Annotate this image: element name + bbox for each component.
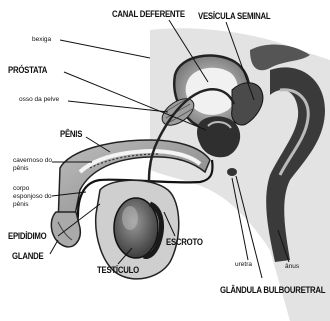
label-prostata: PRÓSTATA xyxy=(8,66,47,76)
label-epididimo: EPIDÍDIMO xyxy=(8,232,46,242)
label-penis: PÊNIS xyxy=(60,130,82,140)
testicle-highlight xyxy=(122,206,138,230)
label-canal-deferente: CANAL DEFERENTE xyxy=(112,10,185,20)
label-cavernoso-do-penis: cavernoso do pênis xyxy=(13,157,53,173)
label-corpo-esponjoso-do-penis: corpo esponjoso do pênis xyxy=(13,185,53,209)
bulbourethral-gland xyxy=(227,168,237,176)
label-escroto: ESCROTO xyxy=(166,238,203,248)
label-uretra: uretra xyxy=(235,262,252,269)
label-bexiga: bexiga xyxy=(32,37,51,44)
label-anus: ânus xyxy=(285,264,299,271)
leader-bexiga xyxy=(60,40,150,58)
leader-glande xyxy=(50,240,58,254)
label-testiculo: TESTÍCULO xyxy=(97,266,139,276)
label-glandula-bulbouretral: GLÂNDULA BULBOURETRAL xyxy=(220,286,325,296)
label-glande: GLANDE xyxy=(12,252,43,262)
label-vesicula-seminal: VESÍCULA SEMINAL xyxy=(198,12,270,22)
label-osso-da-pelve: osso da pelve xyxy=(19,97,59,104)
